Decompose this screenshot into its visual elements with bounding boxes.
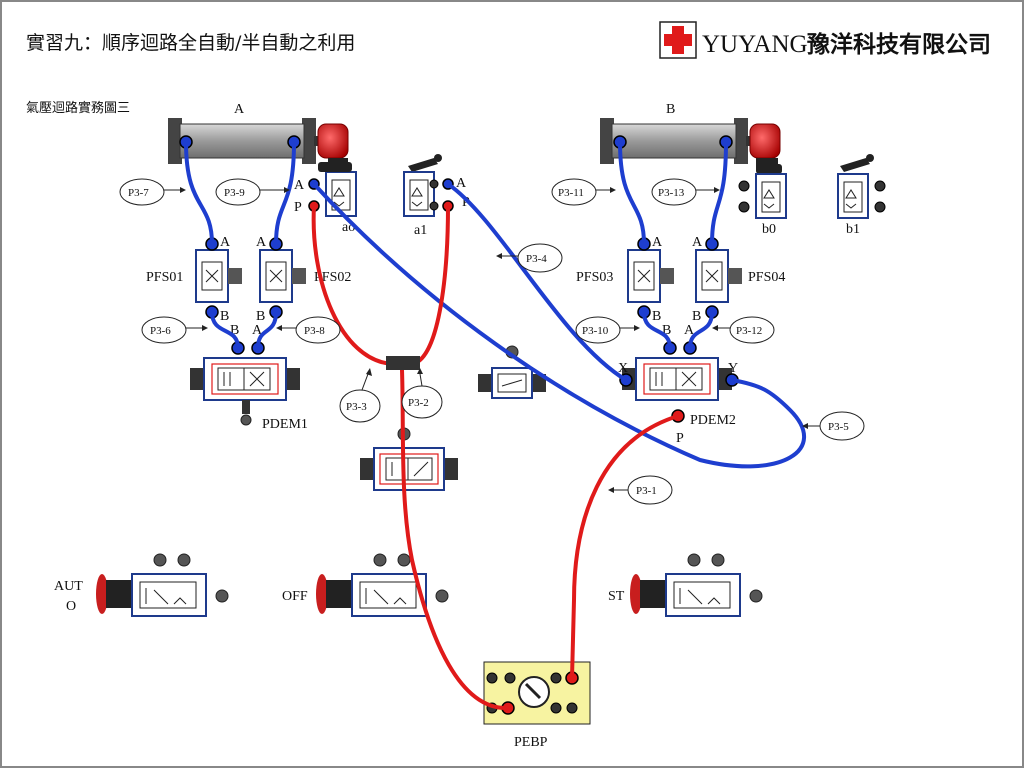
tag-p3-8: P3-8 bbox=[276, 316, 341, 344]
b1-label: b1 bbox=[846, 222, 860, 237]
brand-name-en: YUYANG bbox=[702, 31, 808, 58]
pfs03-label: PFS03 bbox=[576, 270, 613, 285]
flow-control-pfs01: A B PFS01 bbox=[146, 235, 242, 324]
a1-port-a-label: A bbox=[456, 176, 467, 191]
ao-port-p-label: P bbox=[294, 200, 302, 215]
cylinder-b-label: B bbox=[666, 102, 675, 117]
flow-control-pfs02: A B PFS02 bbox=[256, 235, 351, 324]
svg-text:P3-10: P3-10 bbox=[582, 325, 609, 337]
page-subtitle: 氣壓迴路實務圖三 bbox=[26, 100, 130, 116]
svg-text:P3-11: P3-11 bbox=[558, 187, 584, 199]
svg-text:P3-5: P3-5 bbox=[828, 421, 849, 433]
pfs01-label: PFS01 bbox=[146, 270, 183, 285]
tag-p3-9: P3-9 bbox=[215, 178, 290, 206]
brand-name-cn: 豫洋科技有限公司 bbox=[807, 31, 991, 58]
pdem2-port-left: B bbox=[662, 323, 671, 338]
pfs02-port-out: B bbox=[256, 309, 265, 324]
pushbutton-off: OFF bbox=[282, 553, 449, 617]
svg-text:P3-13: P3-13 bbox=[658, 187, 685, 199]
flow-control-pfs03: A B PFS03 bbox=[576, 235, 674, 324]
limit-valve-b0: b0 bbox=[738, 164, 787, 237]
pfs02-port-in: A bbox=[256, 235, 267, 250]
pdem2-pilot-x: X bbox=[618, 361, 628, 376]
limit-valve-a1: A P a1 bbox=[403, 154, 470, 238]
tag-p3-11: P3-11 bbox=[551, 178, 616, 206]
pdem1-label: PDEM1 bbox=[262, 417, 308, 432]
pfs03-port-in: A bbox=[652, 235, 663, 250]
pfs01-port-in: A bbox=[220, 235, 231, 250]
limit-valve-b1: b1 bbox=[837, 154, 886, 237]
brand-logo: YUYANG 豫洋科技有限公司 bbox=[659, 21, 991, 59]
svg-text:P3-9: P3-9 bbox=[224, 187, 245, 199]
pebp-label: PEBP bbox=[514, 735, 548, 750]
cylinder-b: B bbox=[600, 102, 781, 168]
pushbutton-auto: AUT O bbox=[54, 553, 229, 617]
pdem1-port-right: A bbox=[252, 323, 263, 338]
b0-label: b0 bbox=[762, 222, 776, 237]
pfs04-port-in: A bbox=[692, 235, 703, 250]
shuttle-valve bbox=[478, 345, 546, 399]
svg-text:P3-2: P3-2 bbox=[408, 397, 429, 409]
pushbutton-st: ST bbox=[608, 553, 763, 617]
svg-text:P3-8: P3-8 bbox=[304, 325, 325, 337]
cylinder-a: A bbox=[168, 102, 349, 168]
tag-p3-2: P3-2 bbox=[401, 368, 443, 419]
tag-p3-5: P3-5 bbox=[802, 411, 865, 441]
cylinder-a-label: A bbox=[234, 102, 245, 117]
svg-text:P3-7: P3-7 bbox=[128, 187, 149, 199]
tag-p3-7: P3-7 bbox=[119, 178, 186, 206]
ao-port-a-label: A bbox=[294, 178, 305, 193]
tubes bbox=[184, 140, 806, 711]
pfs03-port-out: B bbox=[652, 309, 661, 324]
svg-text:P3-1: P3-1 bbox=[636, 485, 657, 497]
a1-port-p-label: P bbox=[462, 195, 470, 210]
svg-text:P3-6: P3-6 bbox=[150, 325, 171, 337]
tag-p3-10: P3-10 bbox=[575, 316, 640, 344]
tube-tags: P3-7 P3-9 P3-6 P3-8 P3-3 P3-2 bbox=[119, 178, 865, 505]
page-title: 實習九：順序迴路全自動/半自動之利用 bbox=[26, 32, 355, 54]
tag-p3-3: P3-3 bbox=[339, 368, 381, 423]
pushbutton-auto-label: AUT bbox=[54, 579, 83, 594]
pushbutton-auto-label2: O bbox=[66, 599, 76, 614]
pdem1-port-left: B bbox=[230, 323, 239, 338]
tag-p3-1: P3-1 bbox=[608, 475, 673, 505]
pdem2-label: PDEM2 bbox=[690, 413, 736, 428]
pushbutton-st-label: ST bbox=[608, 589, 625, 604]
valve-pdem1: B A PDEM1 bbox=[190, 323, 308, 432]
pfs04-label: PFS04 bbox=[748, 270, 785, 285]
valve-pdem2: B A X Y P PDEM2 bbox=[618, 323, 739, 446]
svg-text:P3-3: P3-3 bbox=[346, 401, 367, 413]
tag-p3-12: P3-12 bbox=[712, 316, 775, 344]
pfs04-port-out: B bbox=[692, 309, 701, 324]
center-valve bbox=[360, 427, 458, 491]
tag-p3-13: P3-13 bbox=[651, 178, 720, 206]
pdem2-pilot-y: Y bbox=[728, 361, 738, 376]
pfs01-port-out: B bbox=[220, 309, 229, 324]
svg-text:P3-12: P3-12 bbox=[736, 325, 762, 337]
pdem2-supply-p: P bbox=[676, 431, 684, 446]
tag-p3-6: P3-6 bbox=[141, 316, 208, 344]
flow-control-pfs04: A B PFS04 bbox=[692, 235, 785, 324]
brand-cross-icon bbox=[664, 26, 692, 54]
limit-valve-ao: A P ao bbox=[294, 162, 357, 235]
tag-p3-4: P3-4 bbox=[496, 243, 563, 273]
pdem2-port-right: A bbox=[684, 323, 695, 338]
pushbutton-off-label: OFF bbox=[282, 589, 308, 604]
svg-text:P3-4: P3-4 bbox=[526, 253, 547, 265]
a1-label: a1 bbox=[414, 223, 427, 238]
